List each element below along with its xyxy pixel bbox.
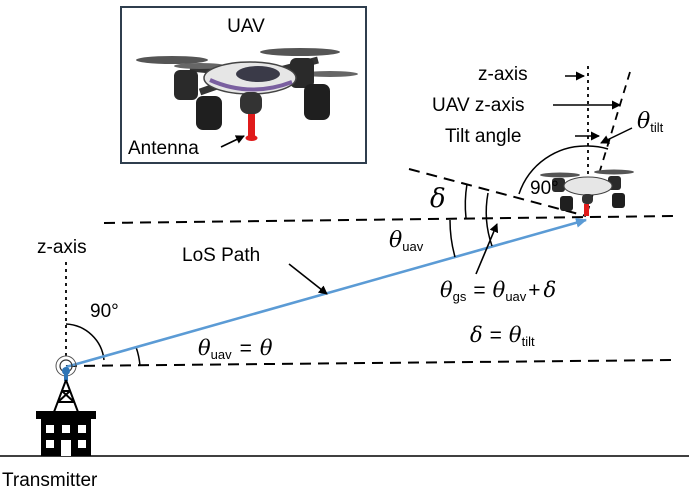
uav-horizontal-ref xyxy=(103,215,677,224)
theta-tilt-label: θtilt xyxy=(637,109,664,135)
uav-tilted-z-axis-label: UAV z-axis xyxy=(432,95,525,116)
uav-90-arc xyxy=(518,145,589,195)
inset-title: UAV xyxy=(227,16,265,37)
los-path-label: LoS Path xyxy=(182,245,260,266)
transmitter-icon xyxy=(36,355,96,456)
antenna-label: Antenna xyxy=(128,138,199,159)
theta-uav-uav-arc xyxy=(449,219,456,258)
theta-uav-ground-arc xyxy=(135,346,141,367)
delta-tilt-equation: δ=θtilt xyxy=(470,323,535,349)
ground-horizontal-ref xyxy=(65,359,677,367)
uav-inset: UAV Antenna xyxy=(120,6,367,164)
theta-gs-pointer xyxy=(475,223,499,275)
drone-large-icon xyxy=(136,48,358,141)
theta-gs-arc xyxy=(485,192,493,247)
drone-small-icon xyxy=(540,169,634,216)
delta-label: δ xyxy=(430,184,446,214)
theta-uav-uav-label: θuav xyxy=(389,228,424,254)
ground-90-arc xyxy=(65,323,105,361)
tilt-angle-label: Tilt angle xyxy=(445,126,521,147)
transmitter-label: Transmitter xyxy=(2,470,98,491)
theta-uav-ground-equation: θuav=θ xyxy=(198,336,273,362)
antenna-pointer xyxy=(220,135,245,148)
delta-arc xyxy=(464,183,468,219)
ground-z-axis-label: z-axis xyxy=(37,237,87,258)
uav-90-label: 90° xyxy=(530,178,559,199)
theta-gs-equation: θgs=θuav+δ xyxy=(440,278,556,304)
tilt-angle-arc xyxy=(587,145,609,150)
uav-tilted-axis-dash xyxy=(408,168,587,217)
antenna-icon xyxy=(248,114,255,138)
los-path-pointer xyxy=(288,263,328,295)
ground-90-label: 90° xyxy=(90,301,119,322)
theta-tilt-pointer xyxy=(600,127,633,144)
uav-z-axis-label: z-axis xyxy=(478,64,528,85)
